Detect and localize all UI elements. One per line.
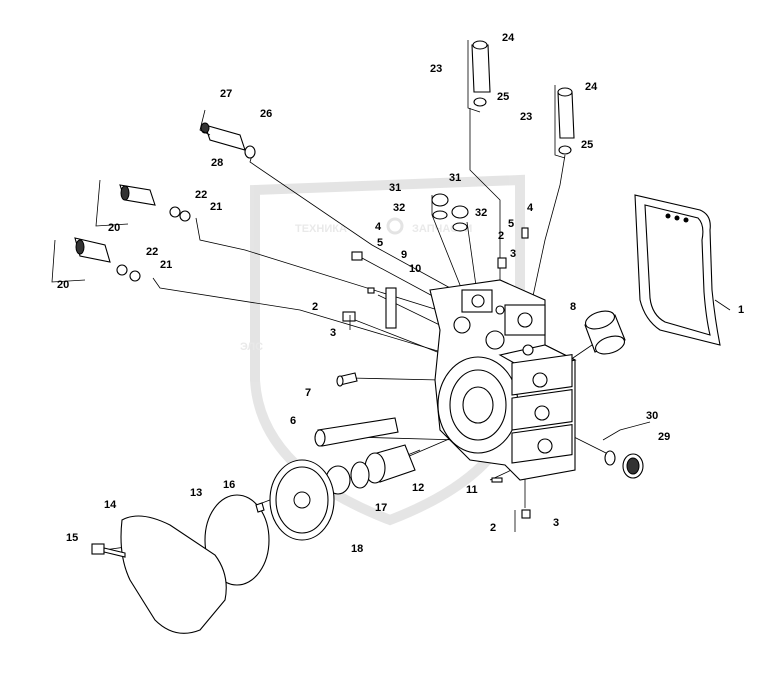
plug-part-29 bbox=[604, 450, 644, 479]
callout-16: 16 bbox=[223, 479, 235, 491]
valve-upper-part-23 bbox=[471, 40, 491, 107]
callout-3c: 3 bbox=[553, 517, 559, 529]
callout-2c: 2 bbox=[490, 522, 496, 534]
callout-15: 15 bbox=[66, 532, 78, 544]
callout-10: 10 bbox=[409, 263, 421, 275]
valve-part-26 bbox=[200, 122, 256, 159]
shaft-part-6 bbox=[314, 417, 399, 447]
callout-9: 9 bbox=[401, 249, 407, 261]
callout-25b: 25 bbox=[581, 139, 593, 151]
callout-31b: 31 bbox=[449, 172, 461, 184]
callout-32a: 32 bbox=[393, 202, 405, 214]
callout-11: 11 bbox=[466, 484, 478, 496]
cover-part-18 bbox=[269, 459, 335, 541]
watermark-line1: ТЕХНИКА bbox=[295, 223, 347, 235]
callout-25a: 25 bbox=[497, 91, 509, 103]
gear-icon bbox=[386, 217, 404, 235]
callout-brackets bbox=[51, 40, 731, 532]
callout-4a: 4 bbox=[375, 221, 382, 233]
callout-21b: 21 bbox=[160, 259, 172, 271]
callout-3b: 3 bbox=[510, 248, 516, 260]
callout-29: 29 bbox=[658, 431, 670, 443]
callout-30: 30 bbox=[646, 410, 658, 422]
callout-20a: 20 bbox=[108, 222, 120, 234]
watermark-logo: ЭЛС bbox=[240, 341, 263, 353]
cartridge-lower-part-20 bbox=[74, 237, 141, 282]
valve-lower-part-23 bbox=[557, 87, 575, 155]
callout-26: 26 bbox=[260, 108, 272, 120]
callout-5a: 5 bbox=[377, 237, 383, 249]
callout-labels: 1 2 2 2 3 3 3 4 4 5 5 6 7 8 9 10 11 12 1… bbox=[57, 32, 744, 555]
callout-21a: 21 bbox=[210, 201, 222, 213]
sleeve-part-8 bbox=[584, 310, 626, 355]
callout-6: 6 bbox=[290, 415, 296, 427]
callout-5b: 5 bbox=[508, 218, 514, 230]
main-housing bbox=[429, 279, 577, 481]
callout-23a: 23 bbox=[430, 63, 442, 75]
callout-22b: 22 bbox=[146, 246, 158, 258]
plate-part-14 bbox=[120, 515, 227, 634]
gear-part-12 bbox=[325, 444, 416, 495]
bolt-part-15 bbox=[91, 543, 126, 558]
callout-4b: 4 bbox=[527, 202, 534, 214]
bolt-part-7 bbox=[336, 372, 358, 387]
callout-31a: 31 bbox=[389, 182, 401, 194]
small-parts bbox=[342, 227, 531, 519]
callout-14: 14 bbox=[104, 499, 117, 511]
callout-24a: 24 bbox=[502, 32, 515, 44]
callout-12: 12 bbox=[412, 482, 424, 494]
callout-2b: 2 bbox=[498, 230, 504, 242]
callout-24b: 24 bbox=[585, 81, 598, 93]
callout-7: 7 bbox=[305, 387, 311, 399]
cartridge-upper-part-20 bbox=[119, 184, 191, 222]
plugs-part-31 bbox=[431, 193, 469, 232]
callout-17: 17 bbox=[375, 502, 387, 514]
callout-13: 13 bbox=[190, 487, 202, 499]
screw-part-16 bbox=[255, 502, 265, 513]
callout-23b: 23 bbox=[520, 111, 532, 123]
callout-27: 27 bbox=[220, 88, 232, 100]
leader-lines bbox=[103, 108, 611, 551]
callout-8: 8 bbox=[570, 301, 576, 313]
callout-1: 1 bbox=[738, 304, 744, 316]
callout-3a: 3 bbox=[330, 327, 336, 339]
callout-28: 28 bbox=[211, 157, 223, 169]
callout-20b: 20 bbox=[57, 279, 69, 291]
callout-2a: 2 bbox=[312, 301, 318, 313]
callout-32b: 32 bbox=[475, 207, 487, 219]
callout-18: 18 bbox=[351, 543, 363, 555]
gasket-part-1 bbox=[634, 194, 721, 346]
callout-22a: 22 bbox=[195, 189, 207, 201]
o-ring-part-13 bbox=[204, 494, 270, 586]
